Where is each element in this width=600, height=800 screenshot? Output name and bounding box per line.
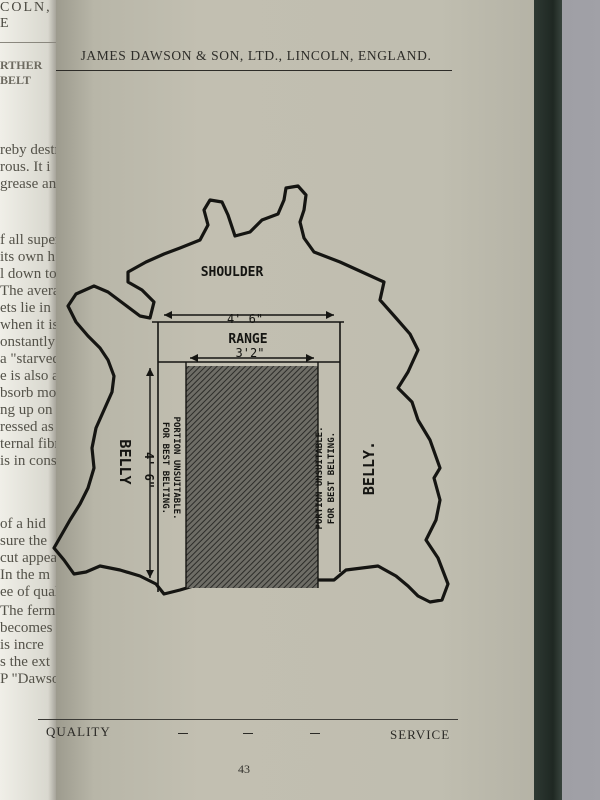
inner-width-label: 3'2" xyxy=(236,346,265,360)
length-label: 4' 6" xyxy=(142,452,156,488)
footer-dash xyxy=(243,733,253,734)
left-page-line: a "starved xyxy=(0,351,60,367)
belly-right-label: BELLY. xyxy=(360,441,378,495)
outer-width-label: 4' 6" xyxy=(227,312,263,326)
page-header: JAMES DAWSON & SON, LTD., LINCOLN, ENGLA… xyxy=(80,48,432,63)
left-page-line: ee of quali xyxy=(0,584,60,600)
footer-dash xyxy=(310,733,320,734)
unsuitable-left-line-2: FOR BEST BELTING. xyxy=(160,422,170,514)
footer-service: SERVICE xyxy=(390,727,451,742)
left-page-line: The ferm xyxy=(0,603,56,619)
left-page-line: becomes t xyxy=(0,620,60,636)
header-rule xyxy=(56,70,452,71)
page-number: 43 xyxy=(238,762,250,776)
footer-dash xyxy=(178,733,188,734)
left-page-line: The averag xyxy=(0,283,60,299)
range-label: RANGE xyxy=(228,332,267,347)
unsuitable-right-line-1: PORTION UNSUITABLE. xyxy=(315,427,325,530)
left-page-line: s the ext xyxy=(0,654,50,670)
left-page-line: is incre xyxy=(0,637,44,653)
left-page-line: ternal fibres xyxy=(0,436,60,452)
footer-rule xyxy=(38,719,458,720)
left-page-line: e is also a xyxy=(0,368,59,384)
left-page-line: of a hid xyxy=(0,516,46,532)
unsuitable-right-line-2: FOR BEST BELTING. xyxy=(327,432,337,524)
unsuitable-left-line-1: PORTION UNSUITABLE. xyxy=(171,417,181,520)
left-page-header: COLN, E xyxy=(0,0,52,31)
belly-left-label: BELLY xyxy=(116,439,134,484)
left-page-line: l down to xyxy=(0,266,57,282)
book-cover-edge xyxy=(532,0,562,800)
left-page-line: is in consta xyxy=(0,453,60,469)
left-page-line: sure the xyxy=(0,533,48,549)
left-page-rule xyxy=(0,42,56,43)
left-page-section-heading: RTHER BELT xyxy=(0,58,43,87)
outer-width-dimension xyxy=(164,311,334,319)
left-page-line: cut appea xyxy=(0,550,58,566)
left-page-line: ressed as xyxy=(0,419,54,435)
length-dimension xyxy=(146,368,154,578)
inner-width-dimension xyxy=(190,354,314,362)
left-page-line: rous. It i xyxy=(0,159,51,175)
left-page-line: bsorb mois xyxy=(0,385,60,401)
left-page-line: ets lie in xyxy=(0,300,51,316)
left-page-line: onstantly d xyxy=(0,334,60,350)
left-page-line: grease and xyxy=(0,176,60,192)
footer-quality: QUALITY xyxy=(46,724,111,739)
shoulder-label: SHOULDER xyxy=(201,265,264,280)
best-belting-portion xyxy=(186,366,318,588)
left-page-line: ng up on xyxy=(0,402,53,418)
left-page-line: when it is xyxy=(0,317,59,333)
left-page-line: f all superf xyxy=(0,232,60,248)
left-page-line: its own h xyxy=(0,249,56,265)
left-page-line: In the m xyxy=(0,567,50,583)
left-page-line: P "Dawso xyxy=(0,671,60,687)
